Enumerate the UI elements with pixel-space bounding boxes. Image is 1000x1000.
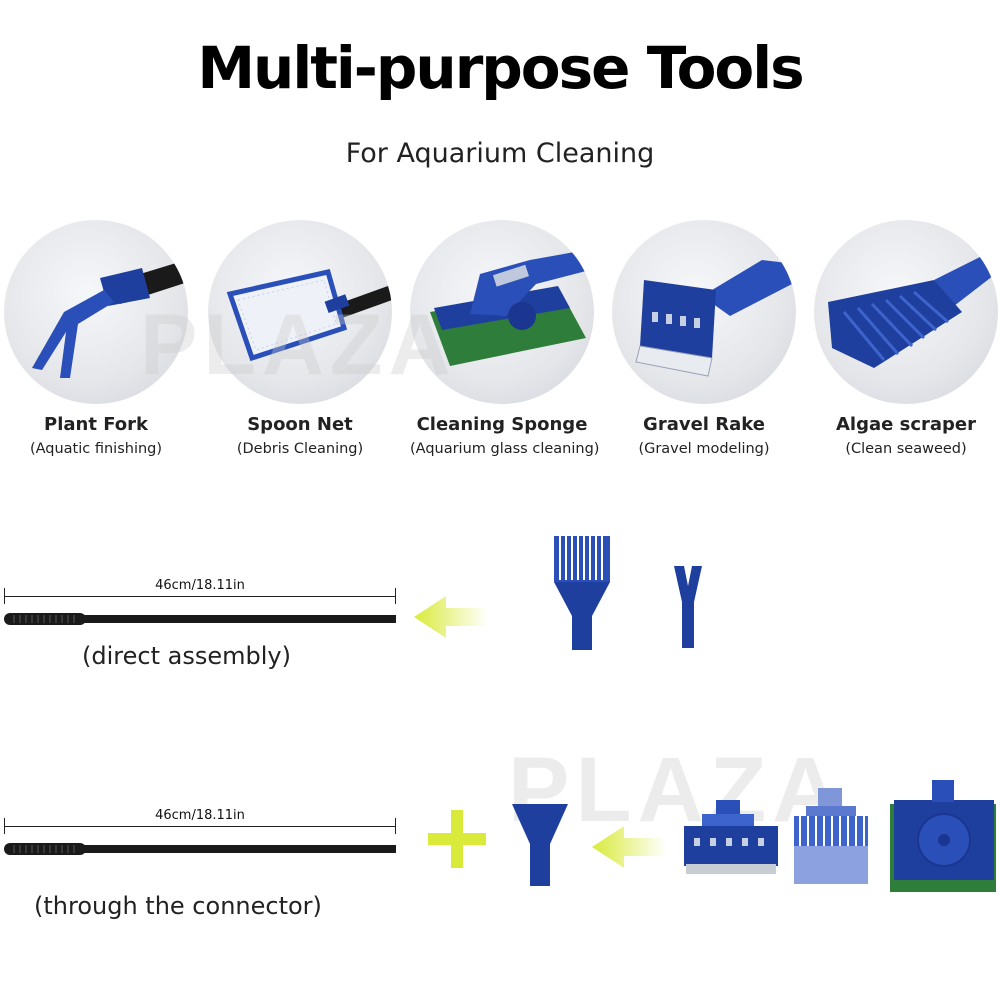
tool-card-cleaning-sponge: Cleaning Sponge (Aquarium glass cleaning… (410, 220, 600, 457)
tool-desc: (Aquarium glass cleaning) (410, 441, 600, 457)
page-subtitle: For Aquarium Cleaning (345, 138, 655, 169)
tool-card-gravel-rake: Gravel Rake (Gravel modeling) (612, 220, 796, 457)
plant-fork-head-icon (674, 566, 702, 648)
algae-scraper-icon (814, 220, 998, 404)
tool-name: Plant Fork (44, 414, 148, 435)
sponge-head-icon (890, 780, 996, 892)
algae-brush-head-icon (794, 788, 868, 884)
connector-assembly-caption: (through the connector) (34, 892, 322, 920)
gravel-rake-icon (612, 220, 796, 404)
rod-length-label: 46cm/18.11in (155, 578, 245, 593)
tool-desc: (Gravel modeling) (638, 441, 770, 457)
gravel-rake-head-icon (684, 800, 778, 874)
tool-name: Gravel Rake (643, 414, 765, 435)
spoon-net-icon (208, 220, 392, 404)
tool-name: Cleaning Sponge (416, 414, 588, 435)
tool-card-spoon-net: Spoon Net (Debris Cleaning) (208, 220, 392, 457)
plus-icon (428, 810, 486, 868)
tool-desc: (Debris Cleaning) (236, 441, 364, 457)
plant-fork-icon (4, 220, 188, 404)
tool-name: Algae scraper (836, 414, 976, 435)
arrow-left-icon (592, 826, 666, 868)
tool-desc: (Aquatic finishing) (29, 441, 163, 457)
tool-card-plant-fork: Plant Fork (Aquatic finishing) (4, 220, 188, 457)
handle-rod (4, 613, 396, 625)
page-title: Multi-purpose Tools (197, 34, 804, 102)
arrow-left-icon (414, 596, 488, 638)
handle-rod (4, 843, 396, 855)
rod-length-label: 46cm/18.11in (155, 808, 245, 823)
dimension-line (4, 816, 396, 836)
connector-icon (512, 804, 568, 886)
dimension-line (4, 586, 396, 606)
tool-card-algae-scraper: Algae scraper (Clean seaweed) (814, 220, 998, 457)
tool-desc: (Clean seaweed) (845, 441, 967, 457)
tool-name: Spoon Net (247, 414, 353, 435)
direct-assembly-caption: (direct assembly) (82, 642, 291, 670)
algae-scraper-head-icon (554, 536, 610, 650)
cleaning-sponge-icon (410, 220, 594, 404)
